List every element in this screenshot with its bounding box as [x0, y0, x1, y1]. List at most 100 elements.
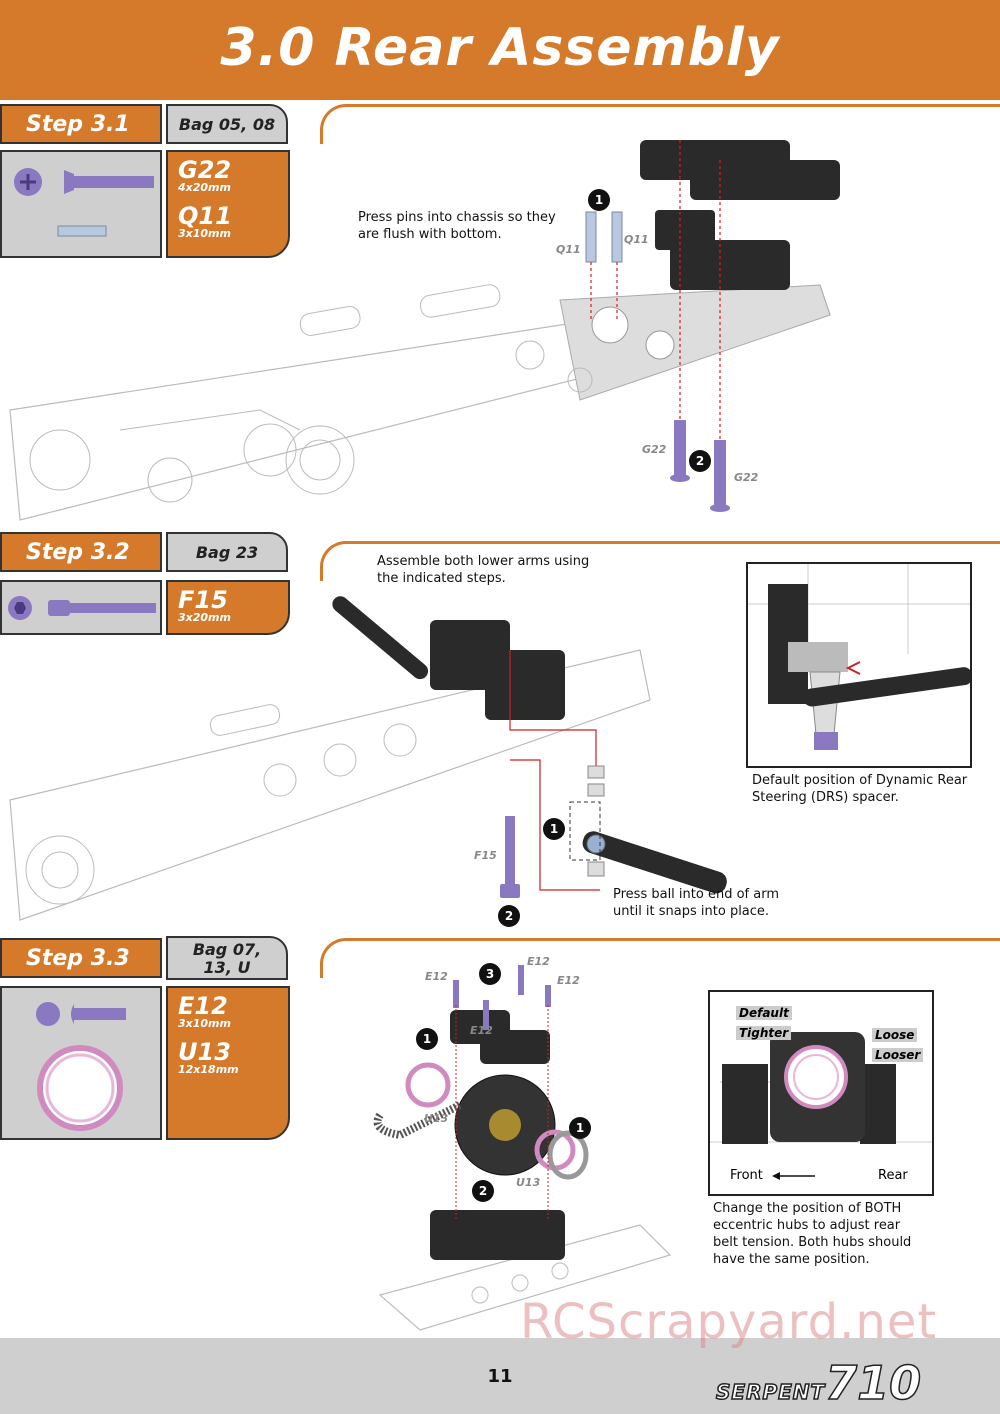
brand-logo: SERPENT710	[715, 1355, 922, 1411]
step-3-2-parts-box	[0, 580, 162, 635]
callout-e12-3: E12	[557, 974, 580, 987]
hub-blocks	[430, 1010, 565, 1260]
callout-e12-1: E12	[425, 970, 448, 983]
watermark: RCScrapyard.net	[520, 1294, 938, 1350]
step-3-3-bag: Bag 07, 13, U	[166, 936, 288, 980]
label-tighter: Tighter	[736, 1026, 792, 1040]
belt-caption-line-3: belt tension. Both hubs should	[713, 1235, 912, 1250]
callout-q11-right: Q11	[624, 233, 649, 246]
step-number-1: 1	[588, 189, 610, 211]
step-3-2-note-line-1: Assemble both lower arms using	[377, 554, 590, 569]
step-3-3-parts-box	[0, 986, 162, 1140]
rear-gearbox-outline	[29, 409, 355, 503]
belt-caption-line-2: eccentric hubs to adjust rear	[713, 1218, 901, 1233]
step-3-2-divider	[320, 541, 1000, 581]
drs-inset-caption: Default position of Dynamic Rear Steerin…	[752, 772, 967, 806]
belt-caption-line-1: Change the position of BOTH	[713, 1201, 902, 1216]
part-code-f15: F15	[178, 586, 228, 614]
step-3-2-illustration	[9, 596, 727, 921]
pin-icon	[57, 225, 107, 237]
brand-model: 710	[824, 1355, 922, 1411]
step-number-2: 2	[689, 450, 711, 472]
part-code-q11: Q11	[178, 202, 232, 230]
brand-word: SERPENT	[715, 1379, 826, 1405]
step-3-3-spec: E12 3x10mm U13 12x18mm	[166, 986, 290, 1140]
drs-spacer-drawing	[748, 564, 970, 766]
step-3-1-note-line-1: Press pins into chassis so they	[358, 210, 556, 225]
step-3-1-bag: Bag 05, 08	[166, 104, 288, 144]
step-3-1-label: Step 3.1	[0, 104, 162, 144]
screws-e12	[453, 965, 551, 1030]
step-3-1-parts-box	[0, 150, 162, 258]
screw-f15	[500, 816, 520, 898]
lower-arm-parts	[332, 596, 727, 894]
belt-tension-drawing	[710, 1032, 932, 1180]
step-3-1-spec: G22 4x20mm Q11 3x10mm	[166, 150, 290, 258]
step-number-2: 2	[498, 905, 520, 927]
callout-u13-1: U13	[424, 1112, 449, 1125]
step-number-3: 3	[479, 963, 501, 985]
ball-parts	[569, 765, 606, 877]
callout-g22-left: G22	[642, 443, 667, 456]
page-number: 11	[487, 1366, 513, 1387]
part-code-e12: E12	[178, 992, 228, 1020]
label-rear: Rear	[878, 1168, 908, 1183]
screws-g22	[670, 420, 730, 512]
callout-u13-2: U13	[516, 1176, 541, 1189]
belt-tension-caption: Change the position of BOTH eccentric hu…	[713, 1200, 911, 1268]
step-3-3-illustration	[373, 965, 672, 1331]
label-default: Default	[736, 1006, 792, 1020]
page-title: 3.0 Rear Assembly	[220, 18, 780, 78]
step-3-2-label: Step 3.2	[0, 532, 162, 572]
bearings	[405, 1062, 589, 1180]
belt-tension-inset: Default Tighter Loose Looser Front Rear	[708, 990, 934, 1196]
drs-spacer-inset	[746, 562, 972, 768]
bearing-icon	[37, 1045, 123, 1131]
pins-q11	[585, 211, 623, 263]
step-3-3-bag-line-1: Bag 07,	[192, 940, 262, 959]
step-number-2: 2	[472, 1180, 494, 1202]
step-3-2-bag: Bag 23	[166, 532, 288, 572]
part-size-e12: 3x10mm	[178, 1017, 231, 1030]
label-loose: Loose	[872, 1028, 918, 1042]
step-3-1-note-line-2: are flush with bottom.	[358, 227, 502, 242]
guide-lines	[590, 140, 721, 440]
step-number-1: 1	[543, 818, 565, 840]
cap-screw-icon	[8, 596, 156, 620]
chassis-plate	[9, 284, 831, 521]
part-size-u13: 12x18mm	[178, 1063, 239, 1076]
step-3-2-note: Assemble both lower arms using the indic…	[377, 553, 589, 587]
label-looser: Looser	[872, 1048, 924, 1062]
callout-q11-left: Q11	[556, 243, 581, 256]
guide-lines-2	[509, 650, 600, 891]
bulkhead-blocks	[640, 140, 840, 290]
step-number-1: 1	[416, 1028, 438, 1050]
ball-note-line-2: until it snaps into place.	[613, 904, 770, 919]
drs-caption-line-1: Default position of Dynamic Rear	[752, 773, 968, 788]
step-3-1-parts-svg	[14, 168, 154, 237]
step-3-2-parts-svg	[8, 596, 156, 620]
callout-e12-2: E12	[527, 955, 550, 968]
step-number-1-right: 1	[569, 1117, 591, 1139]
part-size-f15: 3x20mm	[178, 611, 231, 624]
step-3-3-bag-line-2: 13, U	[203, 958, 251, 977]
part-size-g22: 4x20mm	[178, 181, 231, 194]
part-code-u13: U13	[178, 1038, 231, 1066]
part-code-g22: G22	[178, 156, 232, 184]
callout-g22-right: G22	[734, 471, 759, 484]
ball-note-line-1: Press ball into end of arm	[613, 887, 779, 902]
title-bar: 3.0 Rear Assembly	[0, 0, 1000, 100]
step-3-2-spec: F15 3x20mm	[166, 580, 290, 635]
label-front: Front	[730, 1168, 763, 1183]
ball-note: Press ball into end of arm until it snap…	[613, 886, 779, 920]
callout-f15: F15	[474, 849, 497, 862]
belt-pulley	[373, 1074, 556, 1176]
step-3-2-note-line-2: the indicated steps.	[377, 571, 506, 586]
callout-e12-4: E12	[470, 1024, 493, 1037]
part-size-q11: 3x10mm	[178, 227, 231, 240]
flat-head-screw-icon	[14, 168, 154, 196]
step-3-3-divider	[320, 938, 1000, 978]
belt-caption-line-4: have the same position.	[713, 1252, 870, 1267]
step-3-1-note: Press pins into chassis so they are flus…	[358, 209, 556, 243]
step-3-3-parts-svg	[36, 1002, 126, 1131]
